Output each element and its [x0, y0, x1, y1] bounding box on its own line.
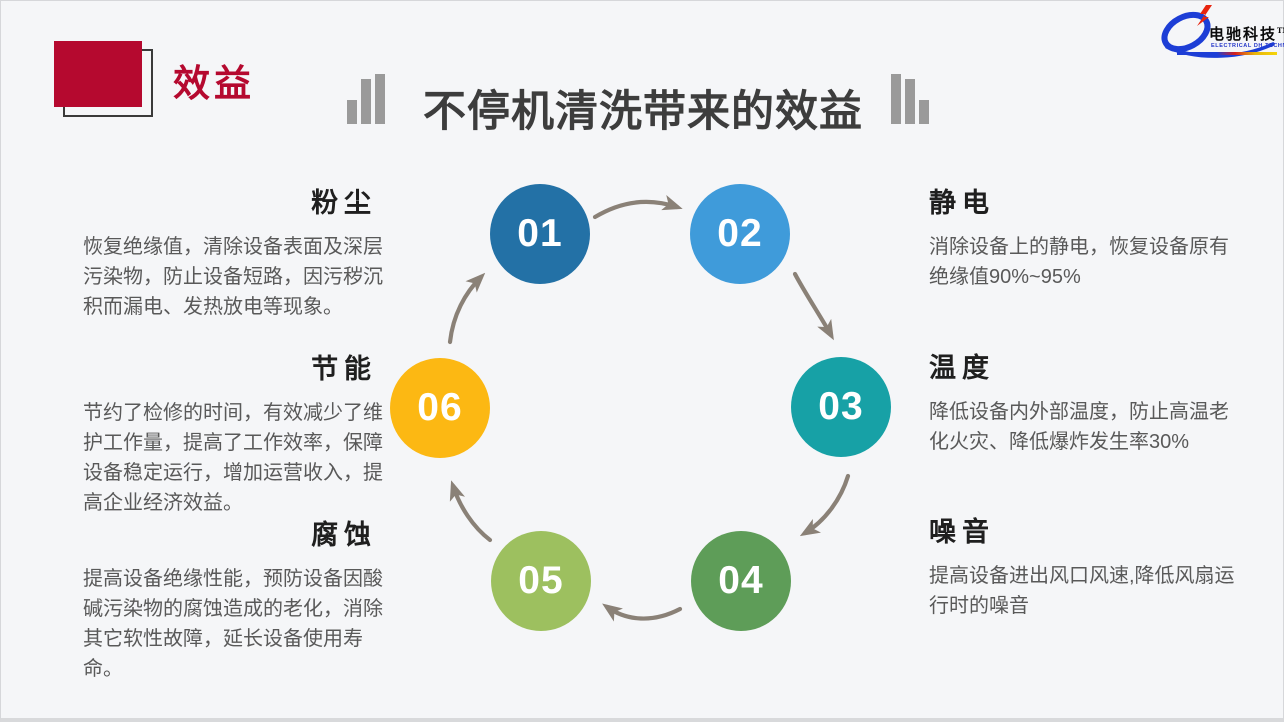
cycle-step-03: 03 [791, 357, 891, 457]
cycle-step-03-number: 03 [818, 385, 864, 428]
logo-stripe [1177, 52, 1277, 55]
cycle-step-02: 02 [690, 184, 790, 284]
cycle-step-05: 05 [491, 531, 591, 631]
logo-brand-name: 电驰科技TM [1209, 23, 1284, 44]
cycle-arrows [447, 194, 851, 622]
eq-bar [891, 74, 901, 124]
benefit-energy-body: 节约了检修的时间，有效减少了维护工作量，提高了工作效率，保障设备稳定运行，增加运… [83, 402, 383, 514]
benefit-static: 静电 消除设备上的静电，恢复设备原有绝缘值90%~95% [929, 181, 1241, 292]
logo-tagline: ELECTRICAL DH TECHNOLOGY [1211, 43, 1284, 49]
cycle-step-05-number: 05 [518, 559, 564, 602]
benefit-noise-heading: 噪音 [929, 517, 995, 547]
benefit-energy-heading: 节能 [311, 354, 377, 384]
slide-title: 不停机清洗带来的效益 [423, 88, 863, 136]
eq-bar [347, 100, 357, 124]
eq-bar [919, 100, 929, 124]
arrow-01-to-02 [592, 194, 683, 220]
benefit-temperature-body: 降低设备内外部温度，防止高温老化火灾、降低爆炸发生率30% [929, 401, 1229, 453]
eq-bar [905, 79, 915, 124]
benefit-dust-body: 恢复绝缘值，清除设备表面及深层污染物，防止设备短路，因污秽沉积而漏电、发热放电等… [83, 236, 383, 318]
arrow-06-to-01 [447, 272, 486, 345]
cycle-step-02-number: 02 [717, 212, 763, 255]
benefit-corrosion-body: 提高设备绝缘性能，预防设备因酸碱污染物的腐蚀造成的老化，消除其它软性故障，延长设… [83, 568, 383, 680]
cycle-step-06-number: 06 [417, 386, 463, 429]
equalizer-bars-left-icon [347, 74, 385, 124]
equalizer-bars-right-icon [891, 74, 929, 124]
eq-bar [361, 79, 371, 124]
section-label: 效益 [173, 63, 255, 104]
cycle-step-01-number: 01 [517, 212, 563, 255]
cycle-step-01: 01 [490, 184, 590, 284]
benefit-noise: 噪音 提高设备进出风口风速,降低风扇运行时的噪音 [929, 510, 1241, 621]
company-logo: 电驰科技TM ELECTRICAL DH TECHNOLOGY [1159, 3, 1284, 63]
lightning-icon [1197, 5, 1212, 26]
benefit-dust: 粉尘 恢复绝缘值，清除设备表面及深层污染物，防止设备短路，因污秽沉积而漏电、发热… [83, 181, 383, 322]
logo-swoosh-icon [1161, 5, 1275, 58]
benefit-dust-heading: 粉尘 [311, 188, 377, 218]
cycle-step-04: 04 [691, 531, 791, 631]
benefit-corrosion: 腐蚀 提高设备绝缘性能，预防设备因酸碱污染物的腐蚀造成的老化，消除其它软性故障，… [83, 513, 383, 684]
benefit-temperature: 温度 降低设备内外部温度，防止高温老化火灾、降低爆炸发生率30% [929, 346, 1241, 457]
cycle-step-04-number: 04 [718, 559, 764, 602]
logo-trademark: TM [1277, 26, 1284, 35]
arrow-03-to-04 [799, 473, 851, 537]
benefit-static-body: 消除设备上的静电，恢复设备原有绝缘值90%~95% [929, 236, 1229, 288]
benefit-static-heading: 静电 [929, 188, 995, 218]
arrow-02-to-03 [792, 271, 834, 341]
cycle-step-06: 06 [390, 358, 490, 458]
benefit-noise-body: 提高设备进出风口风速,降低风扇运行时的噪音 [929, 565, 1235, 617]
eq-bar [375, 74, 385, 124]
benefit-temperature-heading: 温度 [929, 353, 995, 383]
section-badge [54, 41, 142, 107]
arrow-04-to-05 [602, 603, 683, 622]
arrow-05-to-06 [449, 480, 493, 543]
benefit-energy: 节能 节约了检修的时间，有效减少了维护工作量，提高了工作效率，保障设备稳定运行，… [83, 347, 383, 518]
logo-brand-text: 电驰科技 [1209, 25, 1278, 43]
benefit-corrosion-heading: 腐蚀 [311, 520, 377, 550]
